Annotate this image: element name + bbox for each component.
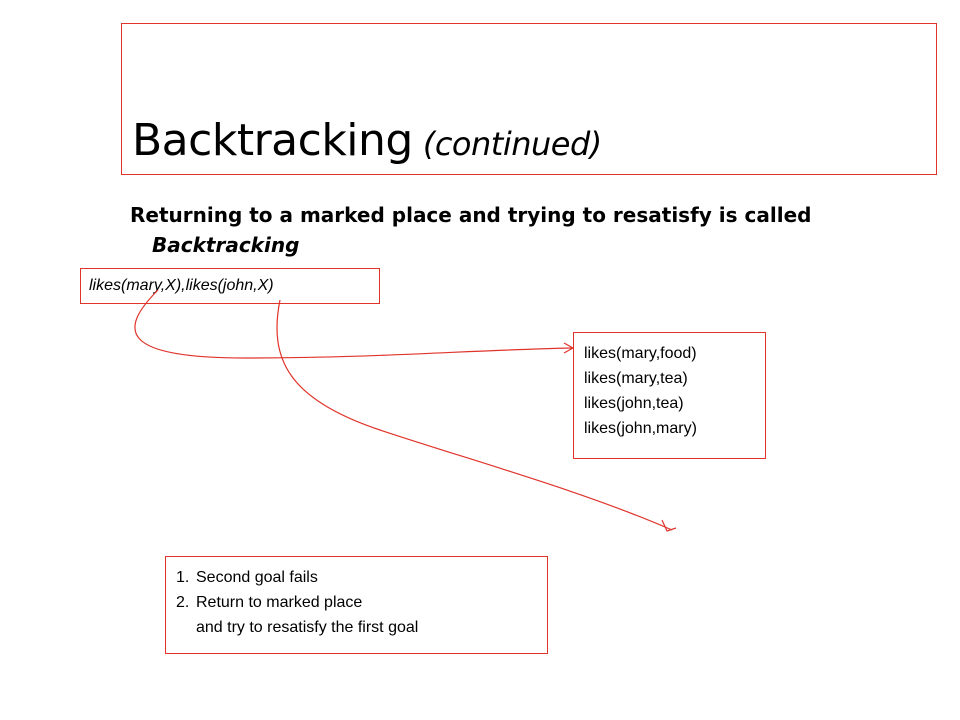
facts-database-box: likes(mary,food) likes(mary,tea) likes(j… (573, 332, 766, 459)
body-emphasis: Backtracking (152, 233, 300, 257)
fact-item: likes(mary,food) (584, 345, 697, 362)
title-main: Backtracking (132, 115, 413, 166)
step-continuation: and try to resatisfy the first goal (196, 619, 419, 636)
step-number: 2. (176, 594, 190, 611)
steps-box: 1. Second goal fails 2. Return to marked p… (165, 556, 548, 654)
title-subtitle: (continued) (422, 125, 602, 163)
body-sentence: Returning to a marked place and trying t… (130, 203, 812, 227)
step-text: Return to marked place (196, 594, 363, 611)
step-item: 2. Return to marked place (176, 590, 547, 615)
arrowhead-fail (661, 519, 677, 532)
step-item: 1. Second goal fails (176, 565, 547, 590)
step-text: Second goal fails (196, 569, 318, 586)
body-text: Returning to a marked place and trying t… (130, 200, 872, 260)
slide-title: Backtracking(continued) (132, 115, 602, 166)
fact-item: likes(john,mary) (584, 420, 697, 437)
step-number: 1. (176, 569, 190, 586)
title-box: Backtracking(continued) (121, 23, 937, 175)
goal-query: likes(mary,X),likes(john,X) (89, 277, 274, 294)
arrowhead-facts (563, 342, 575, 354)
fact-item: likes(mary,tea) (584, 370, 688, 387)
goal-query-box: likes(mary,X),likes(john,X) (80, 268, 380, 304)
fact-item: likes(john,tea) (584, 395, 684, 412)
